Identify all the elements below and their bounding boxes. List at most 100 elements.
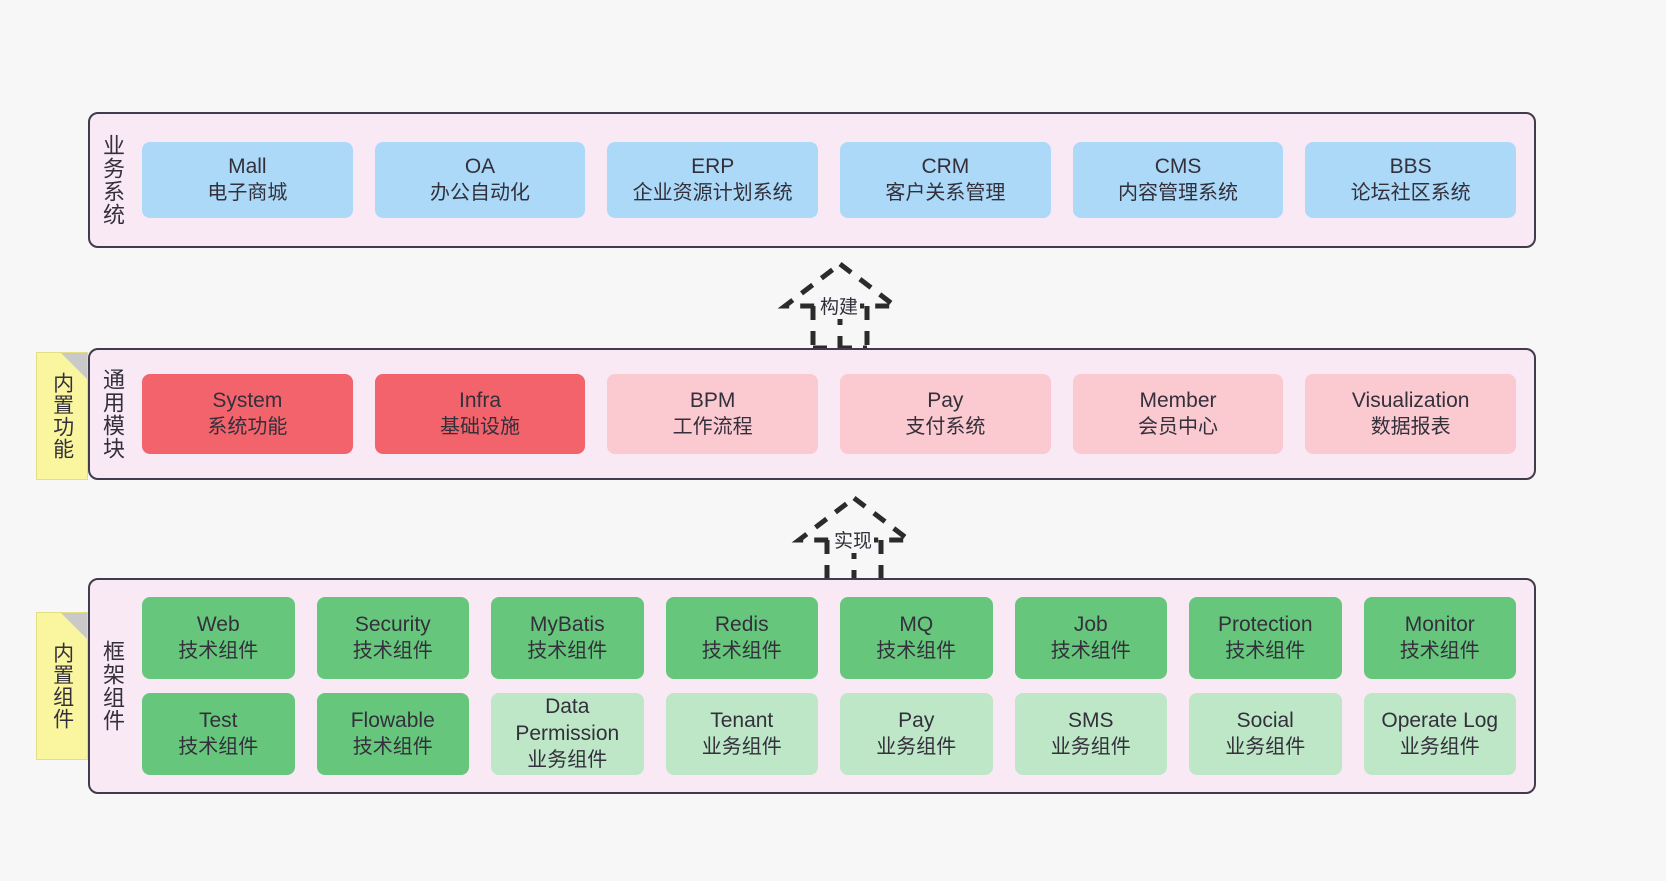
framework-card-operate-log[interactable]: Operate Log 业务组件 bbox=[1363, 693, 1516, 775]
card-subtitle: 论坛社区系统 bbox=[1350, 181, 1471, 204]
card-subtitle: 技术组件 bbox=[1399, 639, 1480, 662]
framework-card-tenant[interactable]: Tenant 业务组件 bbox=[665, 693, 818, 775]
framework-card-flowable[interactable]: Flowable 技术组件 bbox=[316, 693, 469, 775]
module-card-system[interactable]: System 系统功能 bbox=[142, 374, 353, 454]
framework-row-business: Test 技术组件 Flowable 技术组件 Data Permission … bbox=[142, 693, 1516, 775]
note-label: 内置功能 bbox=[50, 372, 74, 460]
framework-card-sms[interactable]: SMS 业务组件 bbox=[1014, 693, 1167, 775]
card-title: Mall bbox=[228, 154, 267, 178]
framework-card-protection[interactable]: Protection 技术组件 bbox=[1189, 597, 1342, 679]
card-subtitle: 业务组件 bbox=[1050, 735, 1131, 758]
card-title: CMS bbox=[1154, 154, 1202, 178]
card-title: SMS bbox=[1067, 708, 1114, 732]
layer-title-framework: 框架组件 bbox=[99, 640, 125, 732]
card-subtitle: 业务组件 bbox=[527, 749, 608, 772]
module-card-row: System 系统功能 Infra 基础设施 BPM 工作流程 Pay 支付系统… bbox=[142, 374, 1517, 454]
card-subtitle: 基础设施 bbox=[440, 415, 520, 438]
card-subtitle: 技术组件 bbox=[352, 639, 433, 662]
module-card-infra[interactable]: Infra 基础设施 bbox=[374, 374, 586, 454]
framework-card-web[interactable]: Web 技术组件 bbox=[142, 597, 295, 679]
card-title: MQ bbox=[899, 612, 934, 636]
framework-card-redis[interactable]: Redis 技术组件 bbox=[665, 597, 818, 679]
card-title: Member bbox=[1139, 388, 1217, 412]
card-subtitle: 技术组件 bbox=[527, 639, 608, 662]
note-fold-corner-icon bbox=[61, 353, 87, 379]
business-card-oa[interactable]: OA 办公自动化 bbox=[374, 142, 586, 218]
layer-body-business: Mall 电子商城 OA 办公自动化 ERP 企业资源计划系统 CRM 客户关系… bbox=[134, 114, 1534, 246]
module-card-visualization[interactable]: Visualization 数据报表 bbox=[1305, 374, 1517, 454]
framework-card-mq[interactable]: MQ 技术组件 bbox=[840, 597, 993, 679]
card-subtitle: 内容管理系统 bbox=[1118, 181, 1239, 204]
card-subtitle: 业务组件 bbox=[701, 735, 782, 758]
card-title: Visualization bbox=[1351, 388, 1470, 412]
business-card-mall[interactable]: Mall 电子商城 bbox=[142, 142, 353, 218]
layer-title-business: 业务系统 bbox=[99, 134, 125, 226]
card-subtitle: 支付系统 bbox=[905, 415, 986, 438]
card-subtitle: 系统功能 bbox=[207, 415, 288, 438]
card-subtitle: 技术组件 bbox=[1050, 639, 1131, 662]
framework-row-technical: Web 技术组件 Security 技术组件 MyBatis 技术组件 Redi… bbox=[142, 597, 1516, 679]
card-title: Protection bbox=[1217, 612, 1313, 636]
card-subtitle: 会员中心 bbox=[1138, 415, 1219, 438]
connector-label-build: 构建 bbox=[818, 292, 861, 319]
card-title: Social bbox=[1236, 708, 1294, 732]
card-subtitle: 技术组件 bbox=[178, 735, 259, 758]
card-title: Flowable bbox=[350, 708, 435, 732]
framework-card-security[interactable]: Security 技术组件 bbox=[316, 597, 469, 679]
card-subtitle: 技术组件 bbox=[701, 639, 782, 662]
framework-card-monitor[interactable]: Monitor 技术组件 bbox=[1363, 597, 1516, 679]
card-title: Job bbox=[1073, 612, 1108, 636]
card-subtitle: 办公自动化 bbox=[430, 181, 530, 204]
framework-card-data-permission[interactable]: Data Permission 业务组件 bbox=[491, 693, 644, 775]
card-title: ERP bbox=[691, 154, 735, 178]
module-card-pay[interactable]: Pay 支付系统 bbox=[840, 374, 1051, 454]
card-subtitle: 客户关系管理 bbox=[885, 181, 1006, 204]
card-title: Test bbox=[198, 708, 238, 732]
layer-body-framework: Web 技术组件 Security 技术组件 MyBatis 技术组件 Redi… bbox=[134, 580, 1534, 792]
card-subtitle: 工作流程 bbox=[672, 415, 753, 438]
framework-card-test[interactable]: Test 技术组件 bbox=[142, 693, 295, 775]
card-title: Data Permission bbox=[515, 695, 620, 746]
card-subtitle: 技术组件 bbox=[1225, 639, 1306, 662]
card-subtitle: 技术组件 bbox=[178, 639, 259, 662]
connector-label-implement: 实现 bbox=[832, 526, 875, 553]
note-builtin-components: 内置组件 bbox=[36, 612, 88, 760]
card-title: OA bbox=[464, 154, 496, 178]
business-card-bbs[interactable]: BBS 论坛社区系统 bbox=[1305, 142, 1517, 218]
framework-card-pay[interactable]: Pay 业务组件 bbox=[840, 693, 993, 775]
layer-body-modules: System 系统功能 Infra 基础设施 BPM 工作流程 Pay 支付系统… bbox=[134, 350, 1534, 478]
note-label: 内置组件 bbox=[50, 642, 74, 730]
framework-card-job[interactable]: Job 技术组件 bbox=[1014, 597, 1167, 679]
note-builtin-features: 内置功能 bbox=[36, 352, 88, 480]
card-title: Security bbox=[354, 612, 431, 636]
business-card-cms[interactable]: CMS 内容管理系统 bbox=[1072, 142, 1284, 218]
layer-business-system: 业务系统 Mall 电子商城 OA 办公自动化 ERP 企业资源计划系统 CRM… bbox=[88, 112, 1536, 248]
business-card-erp[interactable]: ERP 企业资源计划系统 bbox=[607, 142, 819, 218]
card-subtitle: 电子商城 bbox=[207, 181, 288, 204]
card-title: Redis bbox=[714, 612, 769, 636]
framework-card-mybatis[interactable]: MyBatis 技术组件 bbox=[491, 597, 644, 679]
card-subtitle: 业务组件 bbox=[1225, 735, 1306, 758]
module-card-bpm[interactable]: BPM 工作流程 bbox=[607, 374, 819, 454]
card-title: Pay bbox=[927, 388, 964, 412]
card-subtitle: 企业资源计划系统 bbox=[632, 181, 793, 204]
business-card-crm[interactable]: CRM 客户关系管理 bbox=[840, 142, 1051, 218]
card-subtitle: 技术组件 bbox=[876, 639, 957, 662]
framework-card-social[interactable]: Social 业务组件 bbox=[1189, 693, 1342, 775]
module-card-member[interactable]: Member 会员中心 bbox=[1072, 374, 1284, 454]
card-title: CRM bbox=[921, 154, 970, 178]
card-subtitle: 业务组件 bbox=[876, 735, 957, 758]
card-title: Infra bbox=[458, 388, 502, 412]
card-title: Tenant bbox=[710, 708, 774, 732]
note-fold-corner-icon bbox=[61, 613, 87, 639]
layer-framework-components: 框架组件 Web 技术组件 Security 技术组件 MyBatis 技术组件… bbox=[88, 578, 1536, 794]
layer-title-modules: 通用模块 bbox=[99, 368, 125, 460]
card-title: MyBatis bbox=[529, 612, 605, 636]
card-title: Web bbox=[196, 612, 240, 636]
card-subtitle: 数据报表 bbox=[1370, 415, 1451, 438]
card-title: Operate Log bbox=[1381, 708, 1499, 732]
business-card-row: Mall 电子商城 OA 办公自动化 ERP 企业资源计划系统 CRM 客户关系… bbox=[142, 142, 1517, 218]
card-title: BBS bbox=[1389, 154, 1432, 178]
card-title: Monitor bbox=[1404, 612, 1475, 636]
